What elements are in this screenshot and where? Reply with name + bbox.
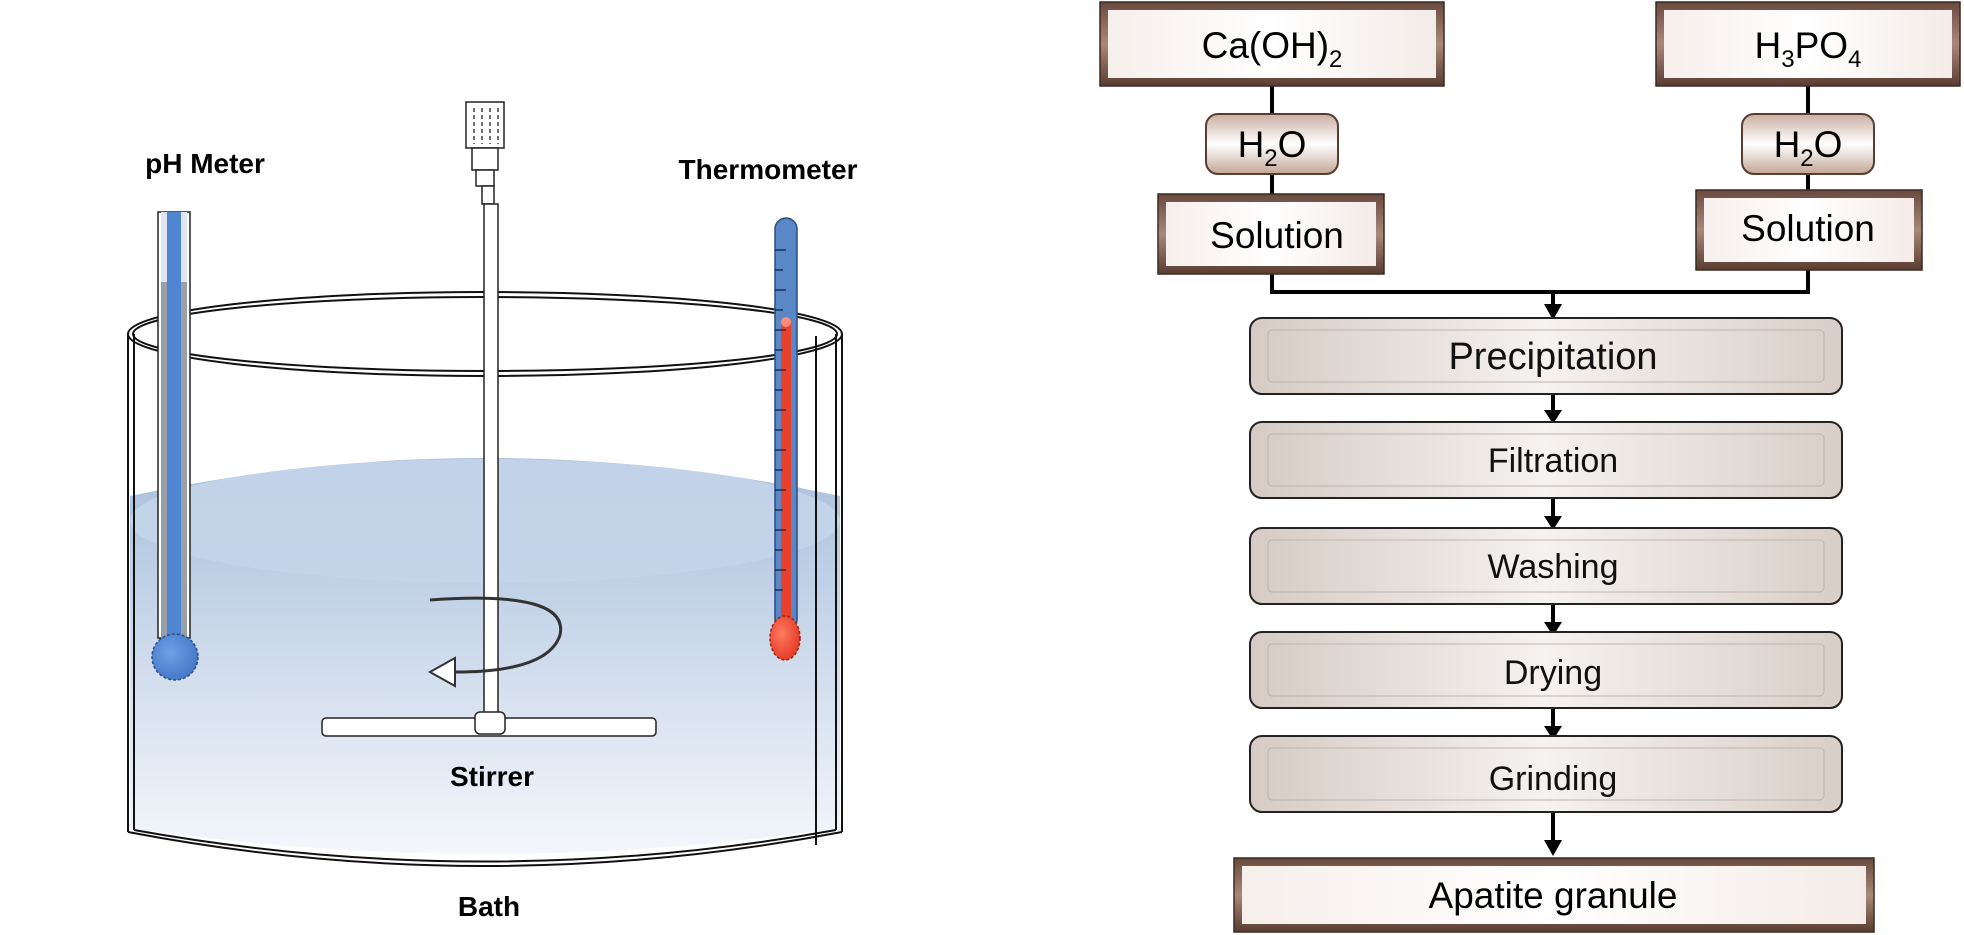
step-drying: Drying <box>1249 631 1843 709</box>
step-grinding-label: Grinding <box>1489 760 1618 798</box>
bath-label: Bath <box>458 891 520 922</box>
solution-right-label: Solution <box>1741 208 1875 249</box>
process-flowchart: Ca(OH)2 H3PO4 H2O H2O Solution Sol <box>1099 1 1961 933</box>
solution-box-left: Solution <box>1157 193 1385 275</box>
ph-probe-bulb <box>151 633 199 681</box>
product-label: Apatite granule <box>1429 875 1678 916</box>
step-filtration: Filtration <box>1249 421 1843 499</box>
thermometer <box>769 217 801 661</box>
arrowheads <box>1544 304 1562 856</box>
product-box: Apatite granule <box>1233 857 1875 933</box>
thermometer-label: Thermometer <box>679 154 858 185</box>
stirrer-label: Stirrer <box>450 761 534 792</box>
stirrer <box>321 101 657 737</box>
step-washing-label: Washing <box>1487 548 1618 586</box>
step-drying-label: Drying <box>1504 654 1602 692</box>
step-washing: Washing <box>1249 527 1843 605</box>
ph-meter-probe <box>151 211 199 681</box>
water-box-left: H2O <box>1205 113 1339 175</box>
reagent-right-label: H3PO4 <box>1755 25 1862 73</box>
water-right-label: H2O <box>1774 124 1843 172</box>
step-precipitation-label: Precipitation <box>1448 336 1657 378</box>
water-box-right: H2O <box>1741 113 1875 175</box>
rotation-arrow <box>429 596 563 674</box>
water-left-label: H2O <box>1238 124 1307 172</box>
step-precipitation: Precipitation <box>1249 317 1843 395</box>
step-filtration-label: Filtration <box>1488 442 1618 480</box>
step-grinding: Grinding <box>1249 735 1843 813</box>
reagent-left-label: Ca(OH)2 <box>1202 25 1343 73</box>
ph-meter-label: pH Meter <box>145 148 265 179</box>
reagent-box-left: Ca(OH)2 <box>1099 1 1445 87</box>
solution-left-label: Solution <box>1210 215 1344 256</box>
reaction-apparatus: pH Meter Thermometer Stirrer Bath <box>127 101 858 922</box>
reagent-box-right: H3PO4 <box>1655 1 1961 87</box>
thermometer-bulb <box>769 615 801 661</box>
solution-box-right: Solution <box>1695 189 1923 271</box>
